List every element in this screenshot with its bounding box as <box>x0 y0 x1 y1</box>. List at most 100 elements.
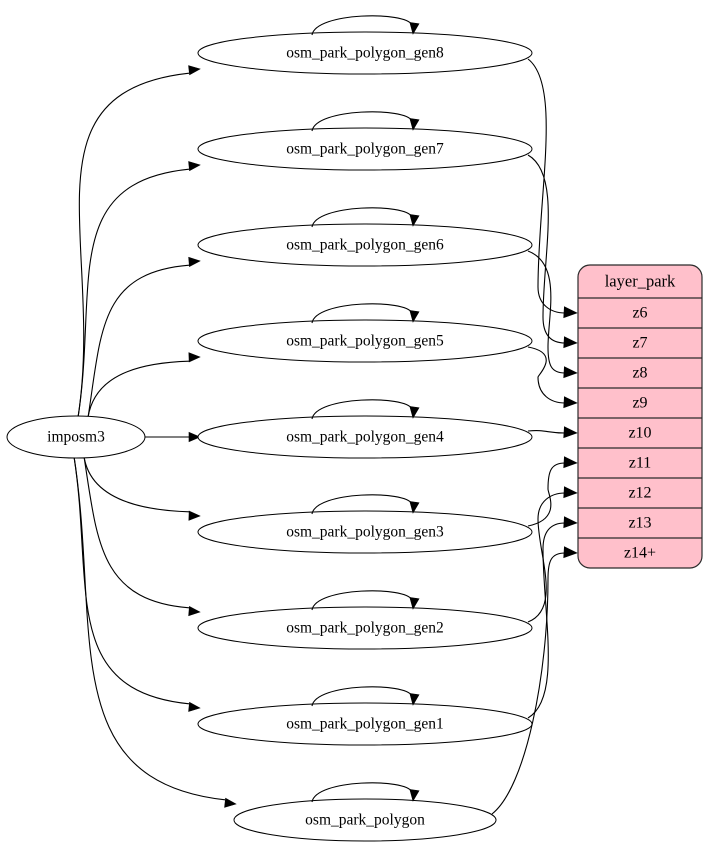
arrow-head <box>409 693 420 706</box>
edge-path <box>527 462 566 527</box>
table-row-label-z13[interactable]: z13 <box>628 515 651 532</box>
node-gen4[interactable]: osm_park_polygon_gen4 <box>197 415 533 459</box>
self-loop-gen2 <box>311 590 420 611</box>
edge-path <box>73 456 226 801</box>
arrow-head <box>188 701 201 712</box>
layer-park-table: layer_park z6 z7 z8 z9 z10 z11 z12 z13 z14+ <box>577 264 703 569</box>
edge-path <box>73 456 190 705</box>
gen1-ellipse <box>197 702 533 746</box>
edge-imposm3-to-gen7 <box>77 161 201 418</box>
arrow-head <box>563 486 578 499</box>
gen6-label: osm_park_polygon_gen6 <box>286 237 444 254</box>
edge-path <box>77 168 190 418</box>
self-loop-gen4 <box>311 399 420 420</box>
edge-base-to-row-z14+ <box>491 546 578 815</box>
table-row-label-z7[interactable]: z7 <box>632 335 647 352</box>
self-loop-path <box>311 686 413 707</box>
edge-path <box>87 264 190 418</box>
arrow-head <box>563 396 578 409</box>
gen3-label: osm_park_polygon_gen3 <box>286 524 444 541</box>
gen6-ellipse <box>197 223 533 267</box>
node-gen7[interactable]: osm_park_polygon_gen7 <box>197 127 533 171</box>
gen7-ellipse <box>197 127 533 171</box>
arrow-head <box>409 214 420 227</box>
self-loop-group <box>311 15 420 803</box>
arrow-head <box>188 352 201 363</box>
arrow-head <box>563 426 578 439</box>
edge-imposm3-to-base <box>73 456 237 808</box>
gen4-ellipse <box>197 415 533 459</box>
edge-path <box>527 430 566 434</box>
self-loop-path <box>311 111 413 132</box>
edge-gen1-to-row-z13 <box>527 516 578 719</box>
node-gen5[interactable]: osm_park_polygon_gen5 <box>197 319 533 363</box>
edge-gen4-to-row-z10 <box>527 426 578 439</box>
table-header-label: layer_park <box>605 271 676 290</box>
edge-path <box>77 72 190 418</box>
table-row-label-z10[interactable]: z10 <box>628 425 651 442</box>
edge-path <box>87 360 190 418</box>
self-loop-path <box>311 399 413 420</box>
edge-path <box>527 492 566 623</box>
edge-imposm3-to-gen5 <box>87 352 201 418</box>
arrow-head <box>563 366 578 379</box>
arrow-head <box>409 597 420 610</box>
arrow-head <box>188 65 201 76</box>
arrow-head <box>409 310 420 323</box>
table-row-label-z12[interactable]: z12 <box>628 485 651 502</box>
self-loop-path <box>311 494 413 515</box>
gen8-ellipse <box>197 31 533 75</box>
imposm3-label: imposm3 <box>47 429 105 446</box>
gen5-ellipse <box>197 319 533 363</box>
arrow-head <box>188 510 201 521</box>
self-loop-base <box>311 782 420 803</box>
table-row-label-z6[interactable]: z6 <box>632 305 647 322</box>
arrow-head <box>409 406 420 419</box>
edge-imposm3-to-gen2 <box>83 456 201 617</box>
arrow-head <box>188 606 201 617</box>
edge-imposm3-to-gen6 <box>87 256 201 418</box>
self-loop-gen6 <box>311 207 420 228</box>
source-node-imposm3[interactable]: imposm3 <box>6 415 146 459</box>
gen2-ellipse <box>197 606 533 650</box>
layer-park-table-group[interactable]: layer_park z6 z7 z8 z9 z10 z11 z12 z13 z14+ <box>577 264 703 569</box>
self-loop-path <box>311 303 413 324</box>
arrow-head <box>409 789 420 802</box>
node-base[interactable]: osm_park_polygon <box>233 798 497 842</box>
node-gen3[interactable]: osm_park_polygon_gen3 <box>197 510 533 554</box>
edge-gen8-to-row-z6 <box>527 58 578 319</box>
node-gen8[interactable]: osm_park_polygon_gen8 <box>197 31 533 75</box>
edge-gen7-to-row-z7 <box>527 154 578 349</box>
self-loop-gen3 <box>311 494 420 515</box>
edge-path <box>527 250 566 374</box>
gen7-label: osm_park_polygon_gen7 <box>286 141 444 158</box>
table-row-label-z11[interactable]: z11 <box>629 455 652 472</box>
arrow-head <box>188 431 201 443</box>
arrow-head <box>409 22 420 35</box>
edge-path <box>527 154 566 344</box>
self-loop-path <box>311 590 413 611</box>
table-row-label-z9[interactable]: z9 <box>632 395 647 412</box>
edge-gen2-to-row-z12 <box>527 486 578 623</box>
edges-from-imposm3 <box>73 65 237 808</box>
node-gen1[interactable]: osm_park_polygon_gen1 <box>197 702 533 746</box>
edge-gen3-to-row-z11 <box>527 456 578 527</box>
gen5-label: osm_park_polygon_gen5 <box>286 333 444 350</box>
arrow-head <box>563 336 578 349</box>
arrow-head <box>563 456 578 469</box>
edge-gen6-to-row-z8 <box>527 250 578 379</box>
arrow-head <box>563 546 578 559</box>
imposm3-ellipse <box>6 415 146 459</box>
node-gen2[interactable]: osm_park_polygon_gen2 <box>197 606 533 650</box>
edge-path <box>491 552 566 815</box>
edge-imposm3-to-gen3 <box>83 456 201 521</box>
edge-path <box>527 58 566 314</box>
node-gen6[interactable]: osm_park_polygon_gen6 <box>197 223 533 267</box>
source-node-group: imposm3 <box>6 415 146 459</box>
arrow-head <box>563 516 578 529</box>
arrow-head <box>224 797 237 808</box>
edge-path <box>527 346 566 404</box>
table-row-label-z8[interactable]: z8 <box>632 365 647 382</box>
table-row-label-z14+[interactable]: z14+ <box>624 545 656 562</box>
